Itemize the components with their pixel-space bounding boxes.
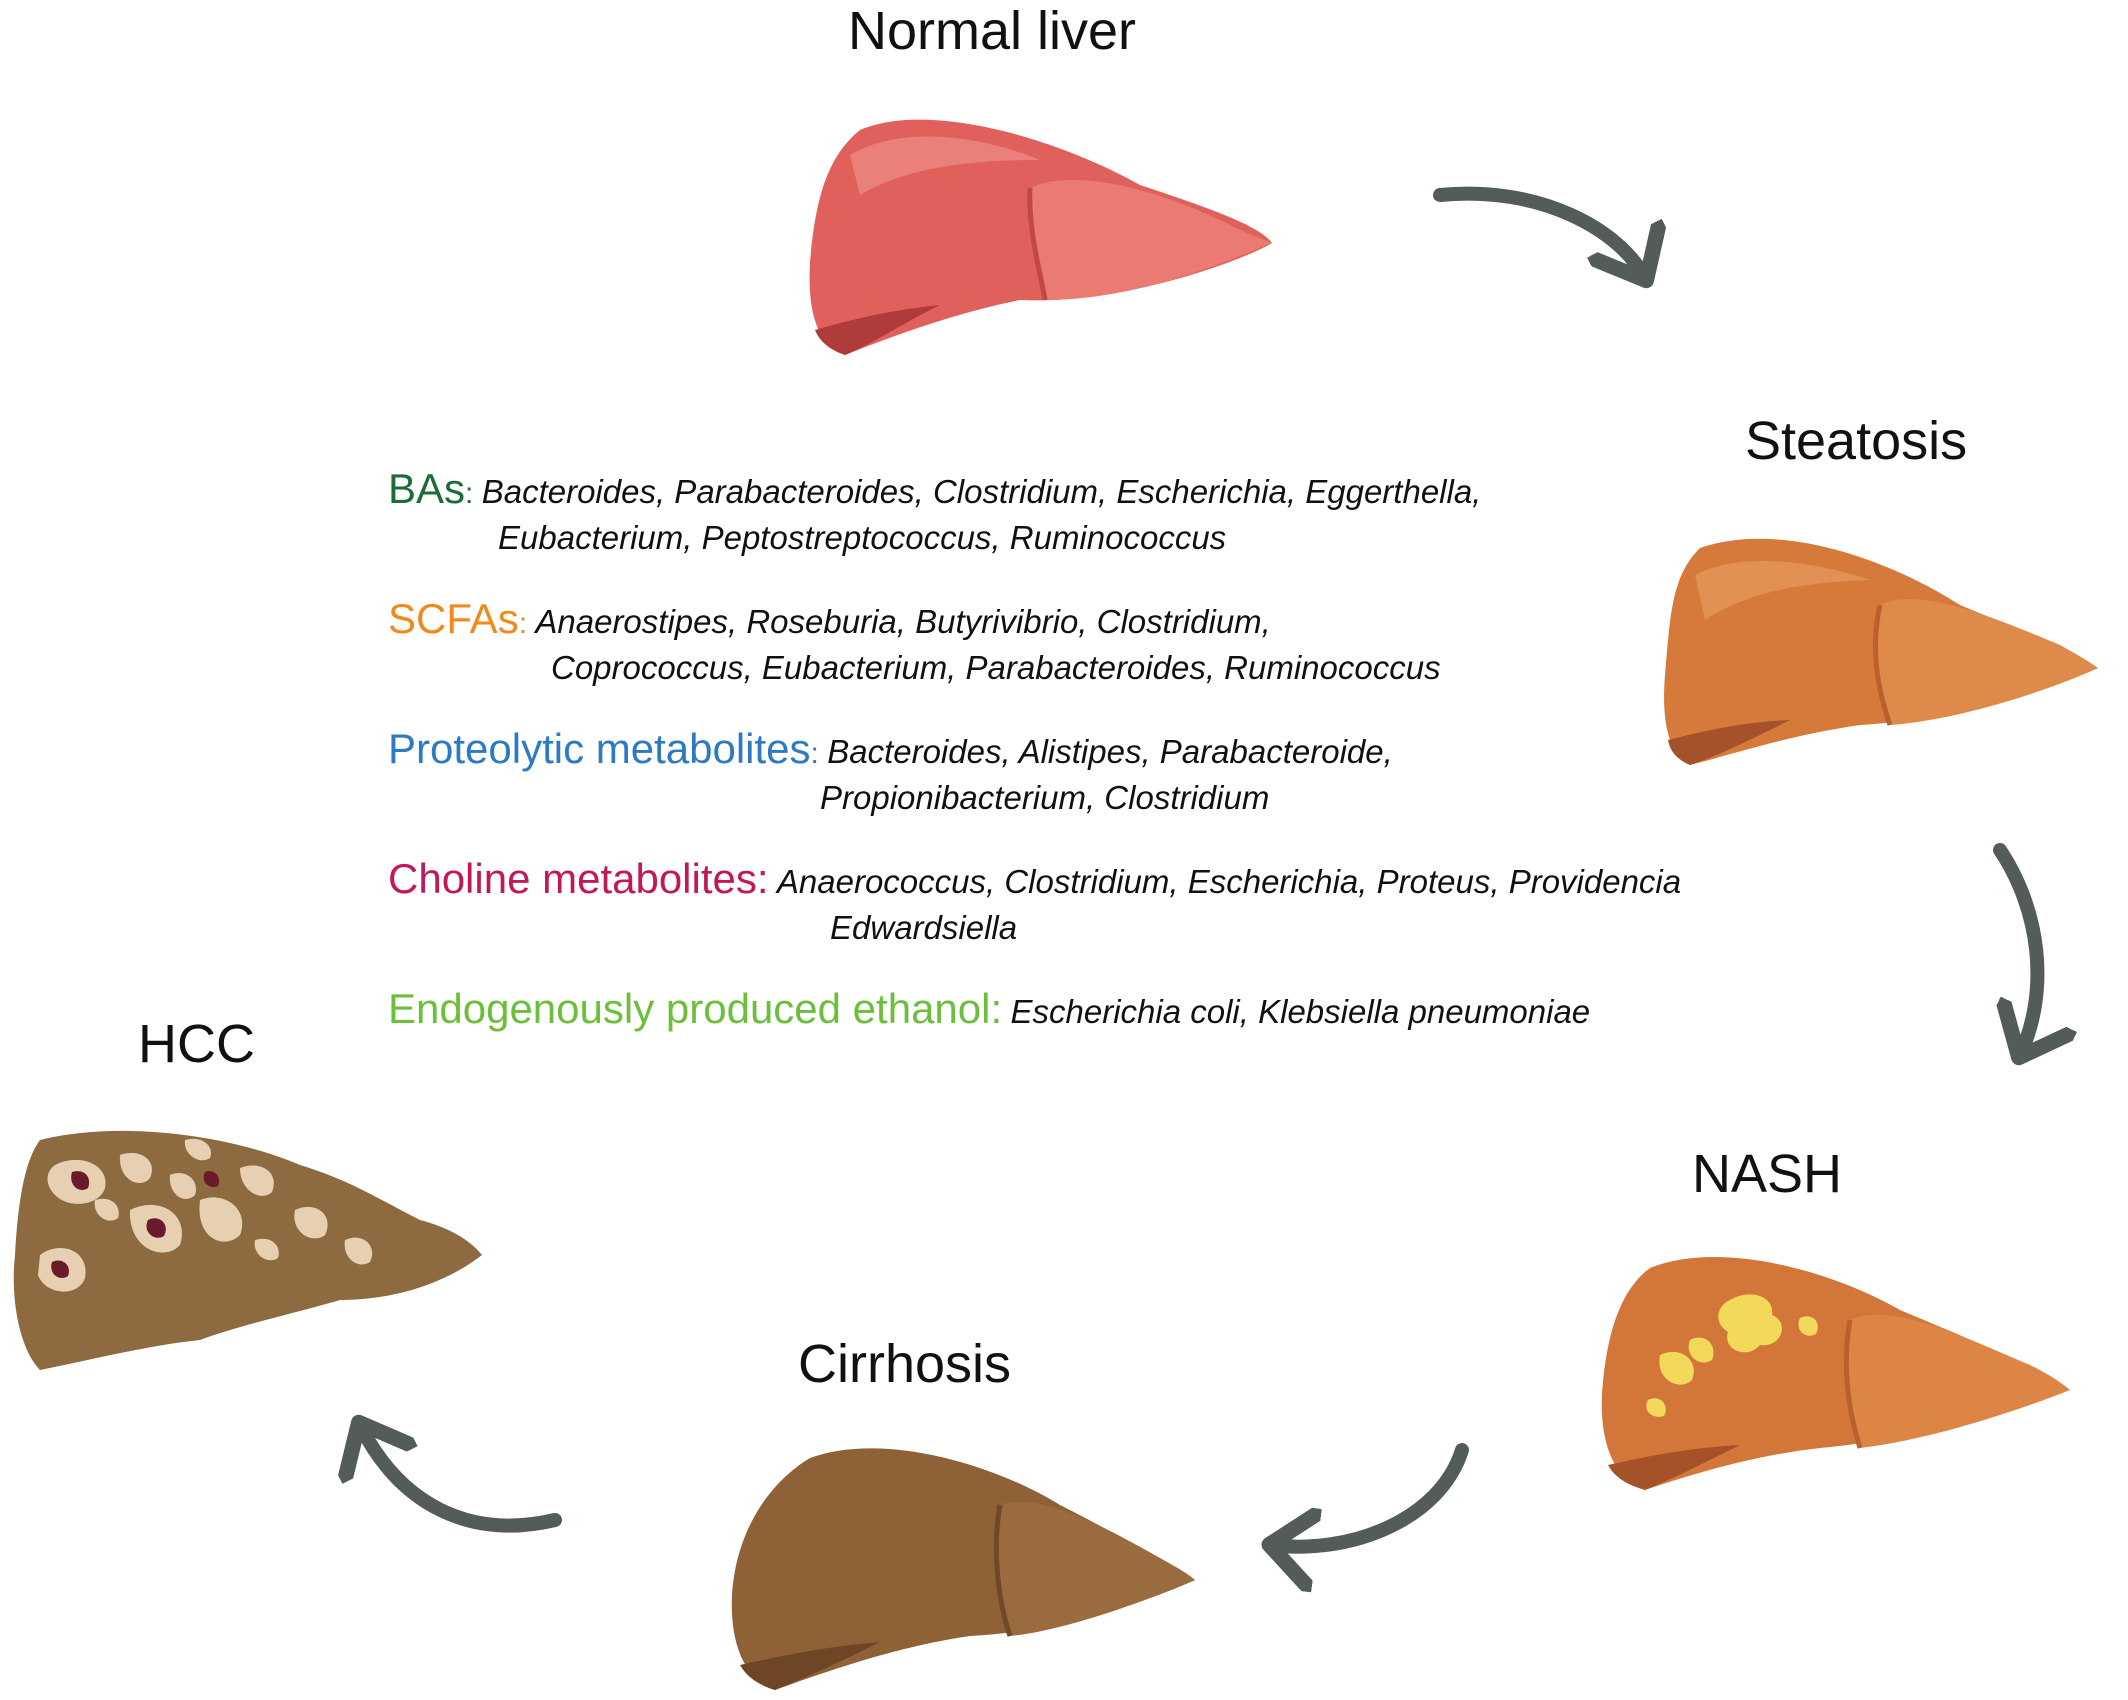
scfas-separator: : <box>518 607 536 640</box>
arrow-cirrhosis-to-hcc <box>360 1425 562 1533</box>
normal-liver-illustration <box>809 119 1272 355</box>
proteolytic-heading: Proteolytic metabolites <box>388 725 811 772</box>
nash-liver-illustration <box>1601 1257 2070 1490</box>
ethanol-bacteria-line1: Escherichia coli, Klebsiella pneumoniae <box>1010 993 1591 1030</box>
label-hcc: HCC <box>138 1014 255 1074</box>
necrotic-cores <box>51 1171 220 1279</box>
bas-heading: BAs <box>388 465 466 512</box>
label-cirrhosis: Cirrhosis <box>798 1334 1012 1394</box>
choline-bacteria-line1: Anaerococcus, Clostridium, Escherichia, … <box>776 863 1682 900</box>
cirrhosis-liver-illustration <box>731 1448 1195 1690</box>
choline-heading: Choline metabolites: <box>388 855 769 902</box>
hcc-liver-illustration <box>13 1130 482 1370</box>
choline-separator <box>769 867 777 900</box>
bas-separator: : <box>465 477 482 510</box>
label-nash: NASH <box>1692 1144 1843 1204</box>
arrow-normal-to-steatosis <box>1433 186 1645 278</box>
bas-row: BAs: Bacteroides, Parabacteroides, Clost… <box>388 465 1948 557</box>
arrow-nash-to-cirrhosis <box>1272 1443 1469 1547</box>
ethanol-separator <box>1002 997 1010 1030</box>
fat-deposits <box>1646 1294 1818 1417</box>
scfas-heading: SCFAs <box>388 595 519 642</box>
proteolytic-bacteria-line2: Propionibacterium, Clostridium <box>820 779 1270 816</box>
label-steatosis: Steatosis <box>1745 411 1968 471</box>
scfas-bacteria-line2: Coprococcus, Eubacterium, Parabacteroide… <box>551 649 1441 686</box>
proteolytic-separator: : <box>810 737 828 770</box>
progression-arrows <box>360 186 2037 1547</box>
choline-bacteria-line2: Edwardsiella <box>830 909 1018 946</box>
metabolite-bacteria-list: BAs: Bacteroides, Parabacteroides, Clost… <box>388 465 1948 1071</box>
ethanol-heading: Endogenously produced ethanol: <box>388 985 1003 1032</box>
bas-bacteria-line2: Eubacterium, Peptostreptococcus, Ruminoc… <box>498 519 1227 556</box>
steatosis-liver-illustration <box>1664 538 2098 765</box>
scfas-row: SCFAs: Anaerostipes, Roseburia, Butyrivi… <box>388 595 1948 687</box>
label-normal-liver: Normal liver <box>848 1 1137 61</box>
ethanol-row: Endogenously produced ethanol: Escherich… <box>388 985 1948 1033</box>
choline-row: Choline metabolites: Anaerococcus, Clost… <box>388 855 1948 947</box>
scfas-bacteria-line1: Anaerostipes, Roseburia, Butyrivibrio, C… <box>535 603 1271 640</box>
arrow-steatosis-to-nash <box>1993 843 2037 1055</box>
proteolytic-bacteria-line1: Bacteroides, Alistipes, Parabacteroide, <box>827 733 1393 770</box>
bas-bacteria-line1: Bacteroides, Parabacteroides, Clostridiu… <box>481 473 1482 510</box>
proteolytic-row: Proteolytic metabolites: Bacteroides, Al… <box>388 725 1948 817</box>
